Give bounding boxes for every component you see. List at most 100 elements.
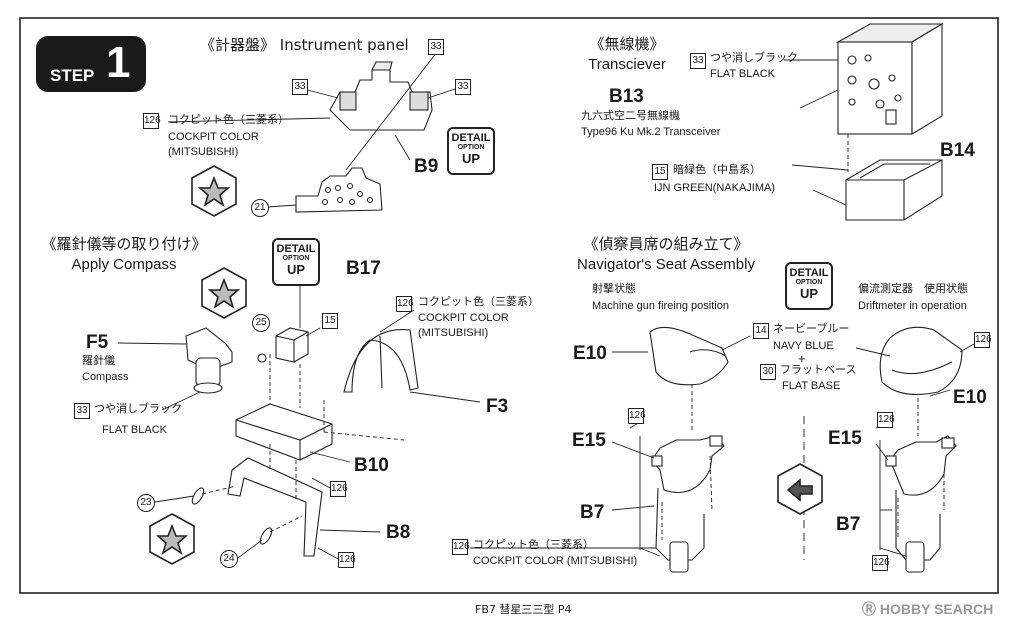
ref-number: 33 <box>428 39 444 55</box>
instrument-panel-drawing <box>295 61 433 213</box>
instrument-title: 《計器盤》 Instrument panel <box>200 36 409 54</box>
part-label-e15-left: E15 <box>572 430 606 451</box>
step-badge: STEP 1 <box>36 36 146 92</box>
radio-color1-en: FLAT BLACK <box>710 68 776 80</box>
radio-color2-jp: 暗緑色（中島系） <box>673 163 761 176</box>
color-number: 126 <box>877 412 895 428</box>
seat-navy-jp: ネービーブルー <box>773 322 850 335</box>
seat-base-jp: フラットベース <box>780 363 857 376</box>
seat-left-en: Machine gun fireing position <box>592 300 729 312</box>
seat-right-jp: 偏流測定器 使用状態 <box>858 282 968 295</box>
compass-label-en: Compass <box>82 371 129 383</box>
badge-line1: DETAIL <box>276 243 316 255</box>
color-number: 126 <box>143 113 161 129</box>
star-hexagon-icon <box>149 513 195 565</box>
detail-option-up-badge: DETAIL OPTION UP <box>272 238 320 286</box>
color-number: 33 <box>690 53 706 69</box>
instrument-title-en: Instrument panel <box>279 36 409 54</box>
part-label-e10-left: E10 <box>573 343 607 364</box>
compass-black-en: FLAT BLACK <box>102 424 168 436</box>
color-number: 126 <box>628 408 646 424</box>
ref-circle: 21 <box>251 199 269 217</box>
instrument-title-jp: 《計器盤》 <box>200 36 276 54</box>
color-number: 126 <box>974 332 992 348</box>
badge-line2: OPTION <box>282 255 310 262</box>
part-label-f3: F3 <box>486 396 509 417</box>
instrument-color-en2: (MITSUBISHI) <box>168 146 239 158</box>
step-number: 1 <box>106 38 131 87</box>
radio-color2-en: IJN GREEN(NAKAJIMA) <box>654 182 776 194</box>
seat-left-jp: 射撃状態 <box>592 282 636 295</box>
compass-title-jp: 《羅針儀等の取り付け》 <box>41 235 207 253</box>
page-footer: FB7 彗星三三型 P4 <box>475 603 572 616</box>
part-label-e10-right: E10 <box>953 387 987 408</box>
compass-drawing <box>185 327 419 557</box>
part-label-b7-left: B7 <box>580 502 605 523</box>
color-number: 126 <box>452 539 470 555</box>
color-number: 126 <box>330 481 348 497</box>
ref-circle: 23 <box>137 494 155 512</box>
seat-right-drawing <box>879 326 963 573</box>
seat-plus: + <box>798 351 806 366</box>
compass-title-en: Apply Compass <box>71 256 177 273</box>
compass-black-jp: つや消しブラック <box>94 402 182 415</box>
compass-color-en1: COCKPIT COLOR <box>418 312 509 324</box>
color-number: 15 <box>652 164 668 180</box>
color-number: 30 <box>760 364 776 380</box>
radio-desc-jp: 九六式空二号無線機 <box>581 109 680 122</box>
instrument-color-jp: コクピット色（三菱系） <box>168 113 289 126</box>
detail-option-up-badge: DETAIL OPTION UP <box>785 262 833 310</box>
part-label-b8: B8 <box>386 522 411 543</box>
seat-cockpit-en: COCKPIT COLOR (MITSUBISHI) <box>473 555 638 567</box>
star-hexagon-icon <box>201 267 247 319</box>
ref-number: 33 <box>455 79 471 95</box>
radio-desc-en: Type96 Ku Mk.2 Transceiver <box>581 126 721 138</box>
hobby-search-watermark: Ⓡ HOBBY SEARCH <box>862 601 993 617</box>
watermark-text: HOBBY SEARCH <box>879 601 994 617</box>
color-number: 14 <box>753 323 769 339</box>
color-number: 15 <box>322 313 338 329</box>
step-word: STEP <box>50 66 95 85</box>
compass-color-en2: (MITSUBISHI) <box>418 327 489 339</box>
seat-title-jp: 《偵察員席の組み立て》 <box>583 235 749 253</box>
transceiver-drawing <box>835 23 944 221</box>
compass-label-jp: 羅針儀 <box>82 354 115 367</box>
color-number: 126 <box>396 296 414 312</box>
instrument-color-en1: COCKPIT COLOR <box>168 131 259 143</box>
badge-line2: OPTION <box>457 144 485 151</box>
radio-color1-jp: つや消しブラック <box>710 51 798 64</box>
swap-option-icon <box>777 463 823 515</box>
star-hexagon-icon <box>191 165 237 217</box>
compass-color-jp: コクピット色（三菱系） <box>418 295 539 308</box>
part-label-b7-right: B7 <box>836 514 861 535</box>
badge-line3: UP <box>799 286 819 301</box>
color-number: 126 <box>338 552 356 568</box>
badge-line3: UP <box>461 151 481 166</box>
part-label-b17: B17 <box>346 258 381 279</box>
seat-navy-en: NAVY BLUE <box>773 340 834 352</box>
badge-line2: OPTION <box>795 279 823 286</box>
badge-line1: DETAIL <box>789 267 829 279</box>
badge-line3: UP <box>286 262 306 277</box>
part-label-b10: B10 <box>354 455 389 476</box>
part-label-b14: B14 <box>940 140 975 161</box>
ref-circle: 24 <box>220 550 238 568</box>
part-label-e15-right: E15 <box>828 428 862 449</box>
radio-title-jp: 《無線機》 <box>589 35 665 53</box>
seat-cockpit-jp: コクピット色（三菱系） <box>473 538 594 551</box>
detail-option-up-badge: DETAIL OPTION UP <box>447 127 495 175</box>
ref-circle: 25 <box>252 314 270 332</box>
watermark-logo-icon: Ⓡ <box>862 601 876 617</box>
ref-number: 33 <box>292 79 308 95</box>
seat-title-en: Navigator's Seat Assembly <box>577 256 755 273</box>
part-label-b9: B9 <box>414 156 439 177</box>
part-label-b13: B13 <box>609 86 644 107</box>
seat-right-en: Driftmeter in operation <box>858 300 967 312</box>
seat-base-en: FLAT BASE <box>782 380 841 392</box>
seat-left-drawing <box>649 326 729 573</box>
badge-line1: DETAIL <box>451 132 491 144</box>
color-number: 126 <box>872 555 890 571</box>
part-label-f5: F5 <box>86 332 109 353</box>
color-number: 33 <box>74 403 90 419</box>
